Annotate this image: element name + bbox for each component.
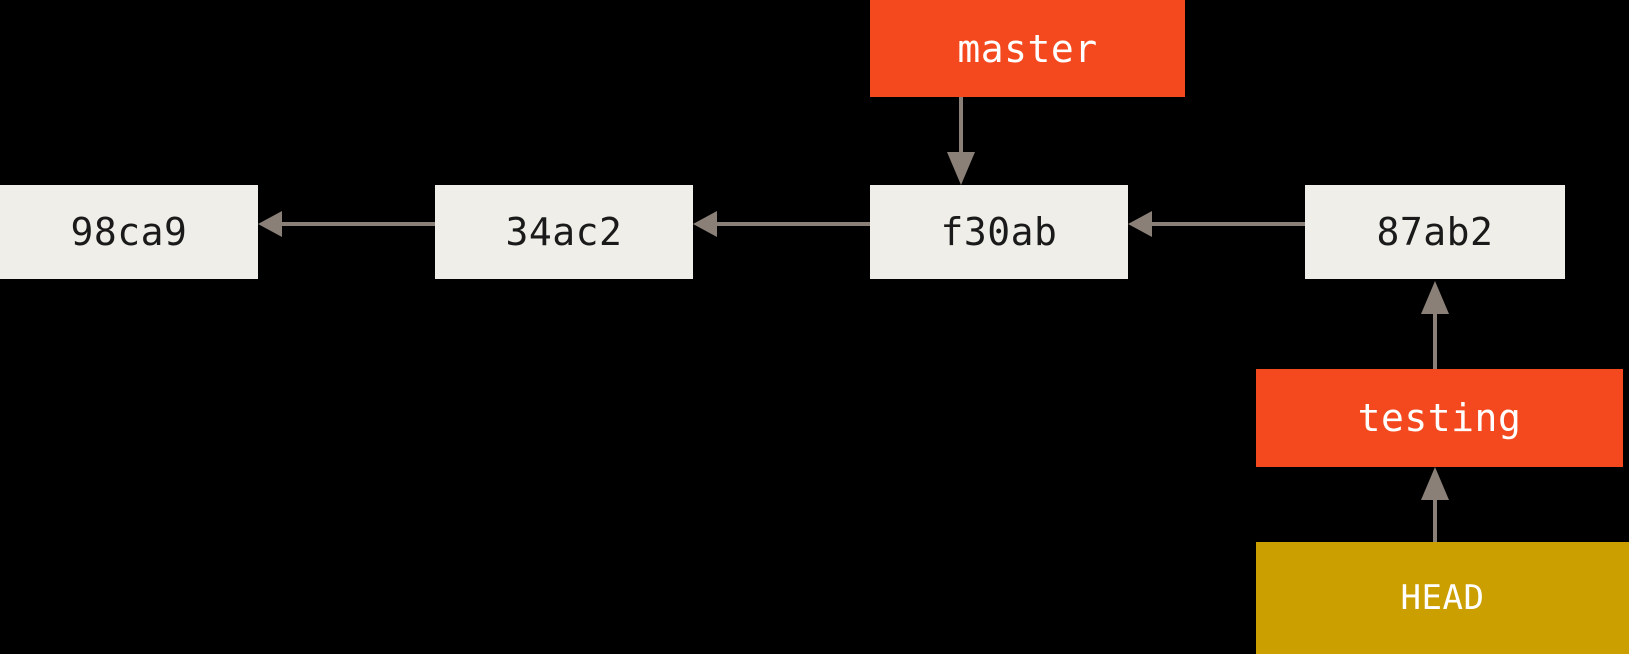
commit-node-87ab2[interactable]: 87ab2 — [1305, 185, 1565, 279]
branch-label-testing-text: testing — [1357, 396, 1522, 440]
commit-label-87ab2: 87ab2 — [1376, 210, 1494, 254]
edge-87ab2-to-f30ab — [1128, 211, 1305, 237]
edge-head-to-testing — [1421, 467, 1449, 542]
edge-master-to-f30ab — [947, 97, 975, 185]
edge-f30ab-to-34ac2 — [693, 211, 870, 237]
branch-label-master-text: master — [957, 26, 1098, 71]
edge-testing-to-87ab2 — [1421, 281, 1449, 369]
edge-34ac2-to-98ca9 — [258, 211, 435, 237]
commit-label-98ca9: 98ca9 — [70, 210, 188, 254]
commit-label-f30ab: f30ab — [940, 210, 1058, 254]
commit-node-34ac2[interactable]: 34ac2 — [435, 185, 693, 279]
commit-label-34ac2: 34ac2 — [505, 210, 623, 254]
commit-node-f30ab[interactable]: f30ab — [870, 185, 1128, 279]
head-pointer-label-text: HEAD — [1400, 578, 1485, 618]
commit-node-98ca9[interactable]: 98ca9 — [0, 185, 258, 279]
branch-label-master[interactable]: master — [870, 0, 1185, 97]
head-pointer-label[interactable]: HEAD — [1256, 542, 1629, 654]
branch-label-testing[interactable]: testing — [1256, 369, 1623, 467]
